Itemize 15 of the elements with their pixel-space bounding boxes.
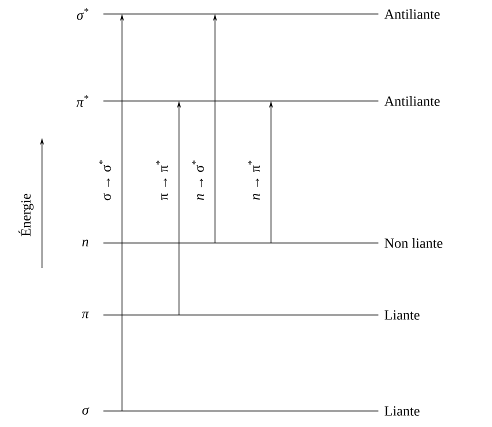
level-label: Liante <box>384 406 420 416</box>
energy-level: σ$^{*}$ <box>76 8 379 20</box>
edge-label: π → π$^{*}$ <box>156 160 168 200</box>
level-label: Non liante <box>384 238 442 248</box>
axis-label: Énergie <box>18 194 34 236</box>
level-label: Liante <box>384 310 420 320</box>
edge-label: σ → σ$^{*}$ <box>99 160 111 200</box>
energy-level: π$^{*}$ <box>76 95 379 107</box>
energy-level: σ <box>82 407 379 415</box>
edge-label: n → σ$^{*}$ <box>192 160 204 200</box>
level-label: Antiliante <box>384 9 440 19</box>
energy-level: n <box>82 240 379 246</box>
edge-label: n → π$^{*}$ <box>248 160 260 200</box>
energy-level: π <box>82 312 379 318</box>
level-label: Antiliante <box>384 96 440 106</box>
